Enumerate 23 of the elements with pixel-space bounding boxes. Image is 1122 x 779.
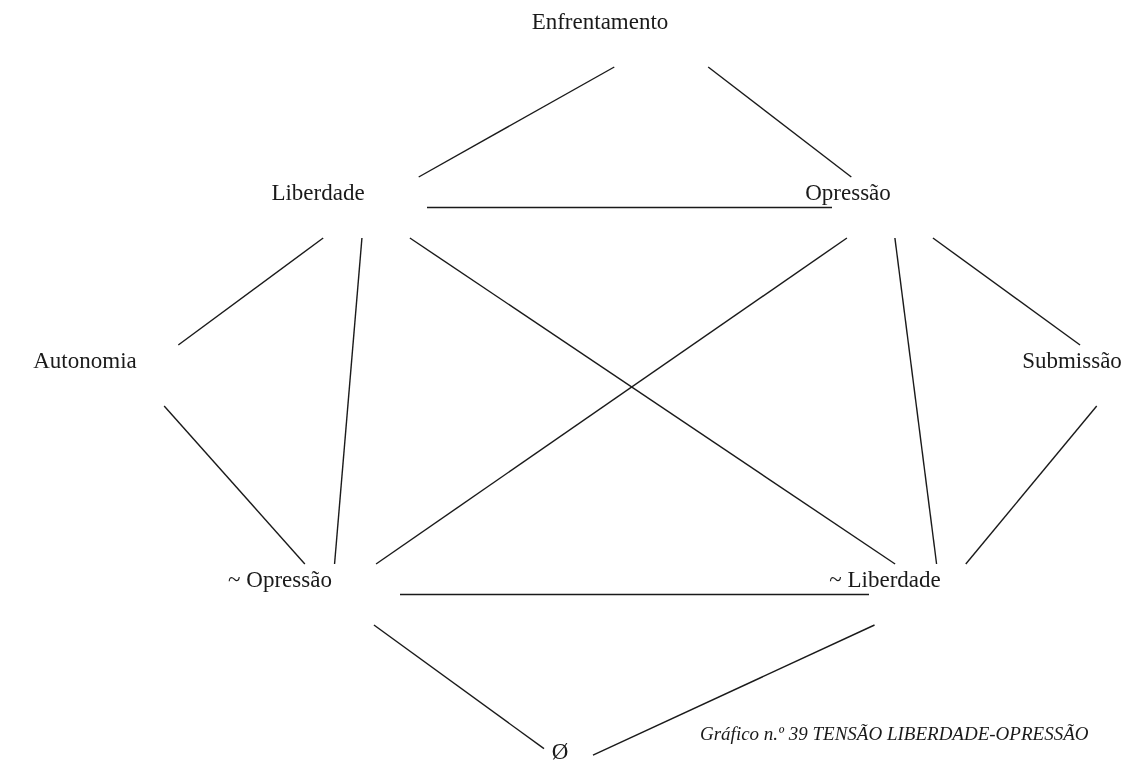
connector-line: [932, 237, 1081, 346]
connector-line: [333, 237, 363, 565]
term-label: Liberdade: [271, 178, 365, 208]
connector-line: [409, 237, 896, 565]
term-label: Opressão: [805, 178, 891, 208]
connector-line: [707, 66, 852, 178]
term-label: Submissão: [1022, 346, 1122, 376]
connector-line: [163, 405, 306, 565]
figure-caption: Gráfico n.º 39 TENSÃO LIBERDADE-OPRESSÃO: [700, 722, 1090, 746]
connector-line: [373, 624, 545, 750]
connector-line: [375, 237, 848, 565]
connector-line: [399, 593, 870, 596]
connector-line: [418, 66, 615, 178]
connector-line: [426, 206, 833, 209]
connector-line: [894, 237, 938, 565]
connector-line: [592, 624, 876, 756]
term-label: Ø: [551, 737, 569, 767]
term-label: Enfrentamento: [531, 7, 669, 37]
term-label: Autonomia: [33, 346, 137, 376]
term-label: ~ Opressão: [228, 565, 332, 595]
connector-line: [965, 405, 1098, 565]
connector-line: [177, 237, 324, 346]
term-label: ~ Liberdade: [829, 565, 941, 595]
